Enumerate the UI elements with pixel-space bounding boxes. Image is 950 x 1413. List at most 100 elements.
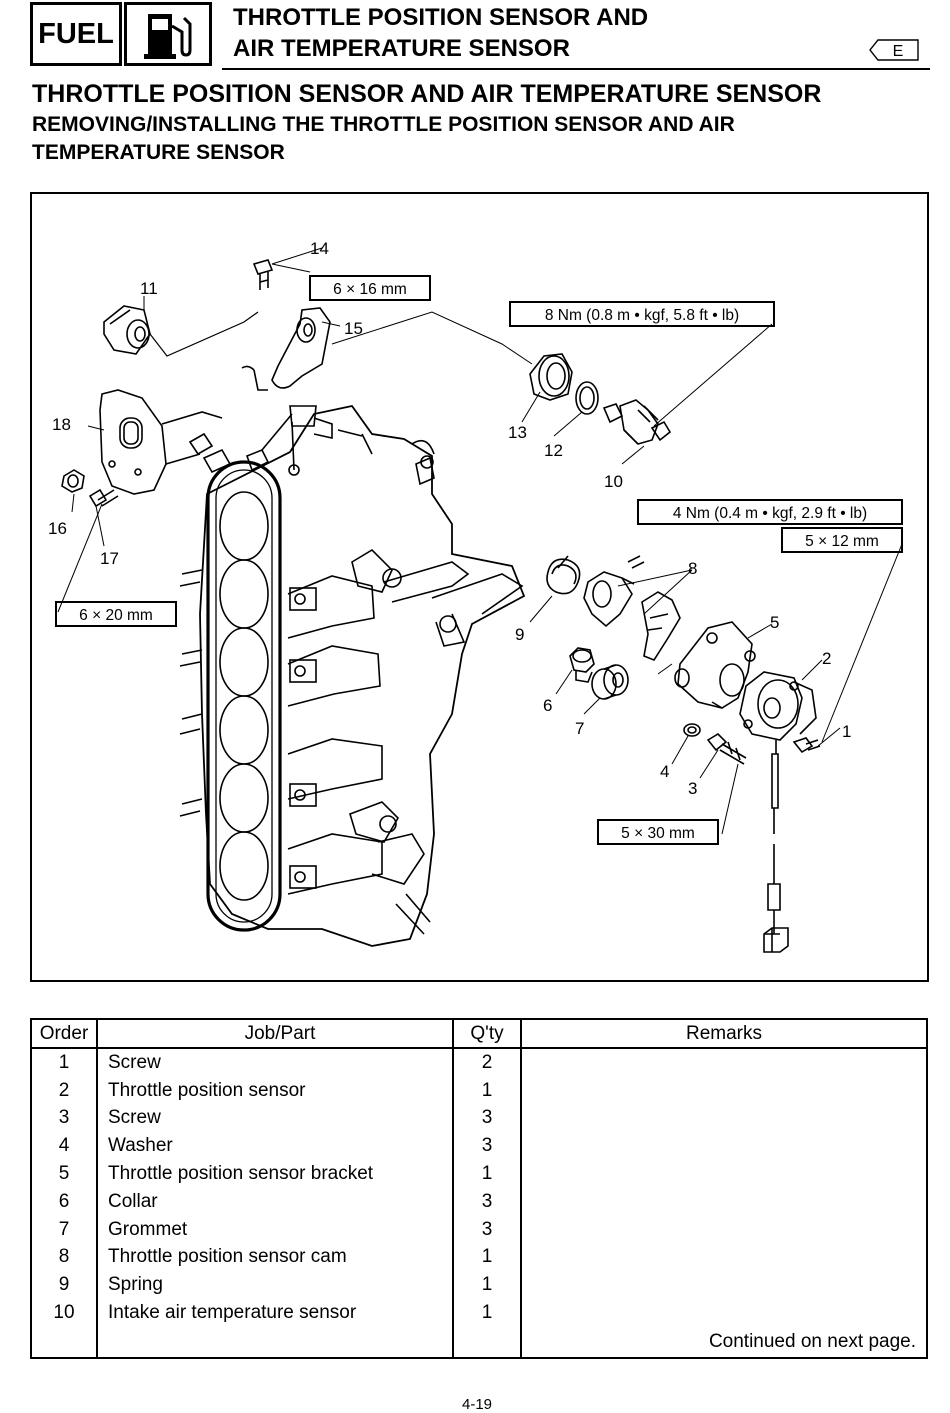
- callout-4: 4: [660, 762, 669, 781]
- table-row: 10 Intake air temperature sensor 1: [30, 1299, 928, 1327]
- table-row: 8 Throttle position sensor cam 1: [30, 1243, 928, 1272]
- row-qty: 3: [452, 1132, 522, 1161]
- row-remarks: [520, 1132, 928, 1161]
- part-10-12-13: [529, 353, 672, 445]
- row-qty: 1: [452, 1299, 522, 1327]
- table-header-row: Order Job/Part Q'ty Remarks: [30, 1018, 928, 1049]
- callout-17: 17: [100, 549, 119, 568]
- row-order-empty: [30, 1326, 98, 1359]
- row-remarks: [520, 1243, 928, 1272]
- spec-bolt-14-box: [309, 275, 431, 301]
- row-job: Washer: [96, 1132, 454, 1161]
- row-remarks: [520, 1215, 928, 1244]
- row-qty: 1: [452, 1243, 522, 1272]
- row-order: 8: [30, 1243, 98, 1272]
- callout-2: 2: [822, 649, 831, 668]
- page-number: 4-19: [462, 1396, 493, 1413]
- row-remarks: [520, 1187, 928, 1216]
- spec-bolt-17: 6 × 20 mm: [79, 607, 153, 624]
- callout-14: 14: [310, 239, 329, 258]
- row-job: Throttle position sensor cam: [96, 1243, 454, 1272]
- callout-1: 1: [842, 722, 851, 741]
- row-remarks: [520, 1160, 928, 1188]
- callout-10: 10: [604, 472, 623, 491]
- row-order: 7: [30, 1215, 98, 1244]
- callout-15: 15: [344, 319, 363, 338]
- engine-block: [179, 404, 526, 947]
- row-qty: 3: [452, 1187, 522, 1216]
- continued-note: Continued on next page.: [520, 1326, 928, 1359]
- row-qty: 1: [452, 1076, 522, 1105]
- header-remarks: Remarks: [520, 1018, 928, 1049]
- row-job: Intake air temperature sensor: [96, 1299, 454, 1327]
- callout-8: 8: [688, 559, 697, 578]
- row-remarks: [520, 1048, 928, 1077]
- callout-12: 12: [544, 441, 563, 460]
- table-row: 4 Washer 3: [30, 1132, 928, 1161]
- spec-bolt-17-box: [55, 601, 177, 627]
- header-qty: Q'ty: [452, 1018, 522, 1049]
- row-job-empty: [96, 1326, 454, 1359]
- language-badge-label: E: [893, 43, 904, 60]
- callout-18: 18: [52, 415, 71, 434]
- row-order: 6: [30, 1187, 98, 1216]
- row-order: 3: [30, 1104, 98, 1133]
- row-remarks: [520, 1104, 928, 1133]
- row-order: 5: [30, 1160, 98, 1188]
- section-subtitle: REMOVING/INSTALLING THE THROTTLE POSITIO…: [32, 113, 735, 164]
- row-job: Screw: [96, 1048, 454, 1077]
- row-remarks: [520, 1076, 928, 1105]
- table-row-continued: Continued on next page.: [30, 1326, 928, 1359]
- spec-bolt-1-box: [781, 527, 903, 553]
- callout-5: 5: [770, 613, 779, 632]
- row-job: Throttle position sensor bracket: [96, 1160, 454, 1188]
- table-row: 5 Throttle position sensor bracket 1: [30, 1160, 928, 1188]
- header-rule: [222, 68, 930, 70]
- spec-boxes: [55, 275, 903, 845]
- parts-table: Order Job/Part Q'ty Remarks 1 Screw 2 2 …: [30, 1018, 928, 1359]
- part-8-9: [546, 555, 681, 661]
- callout-11: 11: [140, 279, 158, 298]
- header-title: THROTTLE POSITION SENSOR AND AIR TEMPERA…: [233, 2, 648, 64]
- row-order: 2: [30, 1076, 98, 1105]
- part-11: [103, 305, 259, 357]
- table-row: 2 Throttle position sensor 1: [30, 1076, 928, 1105]
- header-order: Order: [30, 1018, 98, 1049]
- callout-13: 13: [508, 423, 527, 442]
- row-qty: 1: [452, 1271, 522, 1300]
- part-1-2-3-4: [683, 671, 821, 953]
- table-row: 6 Collar 3: [30, 1187, 928, 1216]
- callout-3: 3: [688, 779, 697, 798]
- row-job: Grommet: [96, 1215, 454, 1244]
- table-row: 7 Grommet 3: [30, 1215, 928, 1244]
- spec-torque-1: 4 Nm (0.4 m • kgf, 2.9 ft • lb): [673, 505, 867, 522]
- row-job: Collar: [96, 1187, 454, 1216]
- row-remarks: [520, 1299, 928, 1327]
- table-row: 1 Screw 2: [30, 1048, 928, 1077]
- row-qty-empty: [452, 1326, 522, 1359]
- row-remarks: [520, 1271, 928, 1300]
- exploded-diagram: 6 × 16 mm 8 Nm (0.8 m • kgf, 5.8 ft • lb…: [30, 192, 929, 982]
- page-title: THROTTLE POSITION SENSOR AND AIR TEMPERA…: [32, 80, 822, 108]
- table-row: 9 Spring 1: [30, 1271, 928, 1300]
- fuel-pump-icon: [124, 2, 212, 66]
- callout-9: 9: [515, 625, 524, 644]
- row-qty: 3: [452, 1104, 522, 1133]
- row-order: 4: [30, 1132, 98, 1161]
- spec-bolt-3-box: [597, 819, 719, 845]
- row-job: Throttle position sensor: [96, 1076, 454, 1105]
- section-tab-label: FUEL: [38, 17, 114, 50]
- header-job-part: Job/Part: [96, 1018, 454, 1049]
- spec-bolt-14: 6 × 16 mm: [333, 281, 407, 298]
- callout-7: 7: [575, 719, 584, 738]
- spec-bolt-3: 5 × 30 mm: [621, 825, 695, 842]
- row-order: 10: [30, 1299, 98, 1327]
- spec-bolt-1: 5 × 12 mm: [805, 533, 879, 550]
- header-title-line1: THROTTLE POSITION SENSOR AND: [233, 4, 649, 31]
- row-job: Spring: [96, 1271, 454, 1300]
- leader-lines: [57, 247, 903, 835]
- spec-torque-1-box: [637, 499, 903, 525]
- row-order: 1: [30, 1048, 98, 1077]
- callout-16: 16: [48, 519, 67, 538]
- spec-torque-10-box: [509, 301, 775, 327]
